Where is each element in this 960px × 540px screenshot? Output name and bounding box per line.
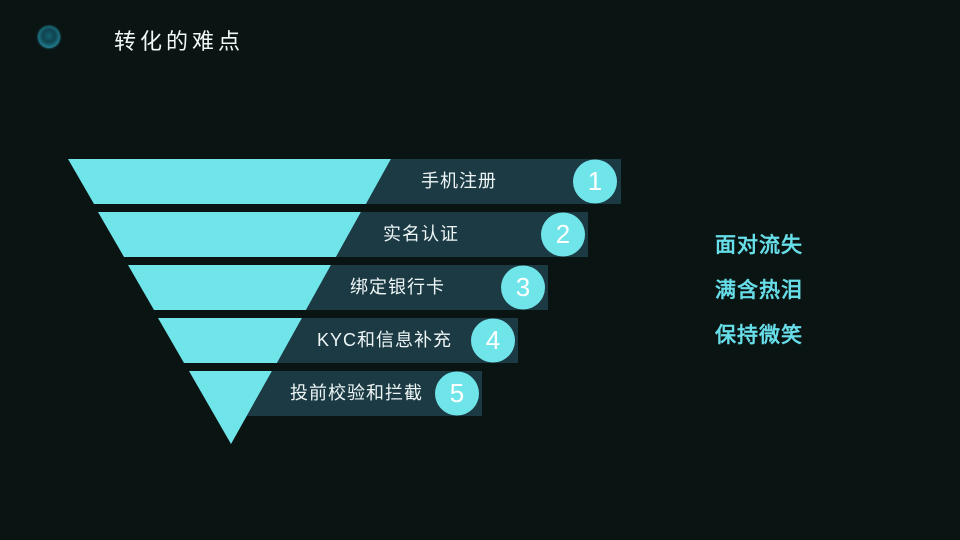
logo-globe-icon <box>38 26 60 48</box>
step-label-2: 实名认证 <box>383 224 459 244</box>
side-notes: 面对流失 满含热泪 保持微笑 <box>715 231 803 366</box>
step-number-3: 3 <box>515 272 531 302</box>
step-bar-2 <box>336 212 588 257</box>
step-badge-circle-2 <box>541 212 585 257</box>
step-number-4: 4 <box>485 325 501 355</box>
funnel-slice-2 <box>98 212 361 257</box>
slide-title: 转化的难点 <box>114 29 245 54</box>
funnel-slice-4 <box>158 318 302 363</box>
side-note-2: 满含热泪 <box>715 279 803 302</box>
step-label-1: 手机注册 <box>421 171 497 191</box>
step-label-3: 绑定银行卡 <box>350 277 445 297</box>
step-bar-1 <box>366 159 621 204</box>
side-note-1: 面对流失 <box>715 234 803 257</box>
step-number-5: 5 <box>449 378 465 408</box>
funnel-slice-3 <box>128 265 331 310</box>
step-badge-circle-5 <box>435 371 479 416</box>
step-bar-5 <box>247 371 482 416</box>
step-bar-3 <box>306 265 548 310</box>
funnel-slice-1 <box>68 159 391 204</box>
side-note-3: 保持微笑 <box>715 324 803 347</box>
step-number-2: 2 <box>555 219 571 249</box>
step-label-5: 投前校验和拦截 <box>290 383 423 403</box>
step-number-1: 1 <box>587 166 603 196</box>
funnel-slice-5 <box>189 371 272 444</box>
step-badge-circle-1 <box>573 159 617 204</box>
step-label-4: KYC和信息补充 <box>317 330 453 350</box>
step-bar-4 <box>277 318 518 363</box>
step-badge-circle-3 <box>501 265 545 310</box>
step-badge-circle-4 <box>471 318 515 363</box>
